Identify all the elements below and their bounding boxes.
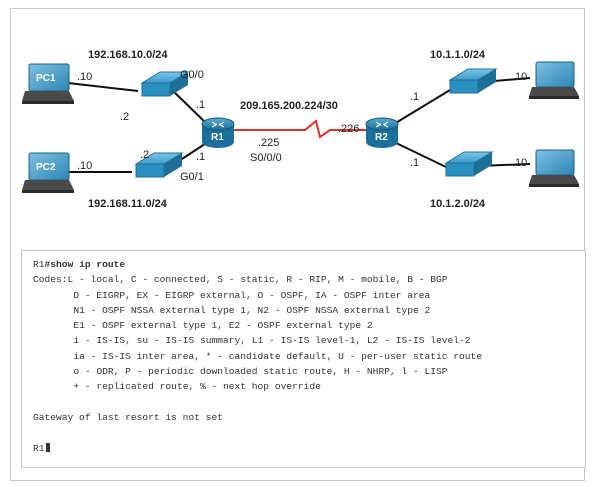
legend-line: L - local, C - connected, S - static, R … xyxy=(67,274,448,286)
legend-row: N1 - OSPF NSSA external type 1, N2 - OSP… xyxy=(33,303,575,318)
address-r2-lan3: .1 xyxy=(410,91,419,103)
legend-line: o - ODR, P - periodic downloaded static … xyxy=(73,366,448,378)
command-text: show ip route xyxy=(50,259,126,270)
network-label-lan3: 10.1.1.0/24 xyxy=(430,49,486,61)
serial-link xyxy=(233,119,366,139)
network-label-serial: 209.165.200.224/30 xyxy=(240,100,338,112)
network-label-lan4: 10.1.2.0/24 xyxy=(430,198,486,210)
router-r2: R2 xyxy=(365,117,399,148)
address-sw2: .2 xyxy=(140,149,149,161)
router-r1: R1 xyxy=(201,117,235,148)
address-r1-g01: .1 xyxy=(196,151,205,163)
network-label-lan2: 192.168.11.0/24 xyxy=(88,198,168,210)
interface-label-r1-g00: G0/0 xyxy=(180,69,204,81)
legend-row: + - replicated route, % - next hop overr… xyxy=(33,379,575,394)
legend-line: ia - IS-IS inter area, * - candidate def… xyxy=(73,350,483,362)
interface-label-r1-s000: S0/0/0 xyxy=(250,152,282,164)
blank-line xyxy=(33,425,575,440)
r2-label: R2 xyxy=(375,132,388,143)
pc1-label: PC1 xyxy=(36,73,56,84)
codes-label: Codes: xyxy=(33,274,68,286)
address-pc4: .10 xyxy=(512,157,527,169)
final-prompt-line[interactable]: R1 xyxy=(33,441,575,456)
blank-line xyxy=(33,395,575,410)
pc1-computer: PC1 xyxy=(22,63,74,104)
legend-row: ia - IS-IS inter area, * - candidate def… xyxy=(33,349,575,364)
switch-4 xyxy=(444,151,494,177)
legend-line: E1 - OSPF external type 1, E2 - OSPF ext… xyxy=(73,320,373,332)
switch-2 xyxy=(134,152,184,178)
link-r2-sw4 xyxy=(393,141,447,168)
link-sw1-r1 xyxy=(169,87,209,126)
switch-1 xyxy=(140,71,190,97)
network-topology: PC1 PC2 xyxy=(22,49,579,210)
legend-row: D - EIGRP, EX - EIGRP external, O - OSPF… xyxy=(33,288,575,303)
legend-line: i - IS-IS, su - IS-IS summary, L1 - IS-I… xyxy=(73,335,471,347)
cursor xyxy=(45,442,50,452)
r1-label: R1 xyxy=(211,132,224,143)
legend-row: E1 - OSPF external type 1, E2 - OSPF ext… xyxy=(33,318,575,333)
address-r2-serial: .226 xyxy=(338,123,359,135)
legend-line: N1 - OSPF NSSA external type 1, N2 - OSP… xyxy=(73,304,431,316)
command-line: R1#show ip route xyxy=(33,257,575,272)
interface-label-r1-g01: G0/1 xyxy=(180,171,204,183)
address-r1-serial: .225 xyxy=(258,137,279,149)
codes-line: Codes:L - local, C - connected, S - stat… xyxy=(33,272,575,287)
legend-line: + - replicated route, % - next hop overr… xyxy=(73,381,321,393)
switch-3 xyxy=(448,68,498,94)
link-r2-sw3 xyxy=(393,89,451,125)
gateway-line: Gateway of last resort is not set xyxy=(33,411,223,423)
legend-line: D - EIGRP, EX - EIGRP external, O - OSPF… xyxy=(73,289,431,301)
legend-row: i - IS-IS, su - IS-IS summary, L1 - IS-I… xyxy=(33,333,575,348)
prompt-char: # xyxy=(44,259,51,270)
address-pc3: .10 xyxy=(512,71,527,83)
pc4-computer xyxy=(529,149,579,187)
address-r1-g00: .1 xyxy=(196,99,205,111)
prompt-host: R1 xyxy=(33,442,45,454)
pc2-computer: PC2 xyxy=(22,152,74,193)
pc3-computer xyxy=(529,61,579,99)
prompt-host: R1 xyxy=(33,259,45,270)
pc2-label: PC2 xyxy=(36,162,56,173)
address-pc1: .10 xyxy=(77,71,92,83)
legend-row: o - ODR, P - periodic downloaded static … xyxy=(33,364,575,379)
address-r2-lan4: .1 xyxy=(410,157,419,169)
link-pc1-sw1 xyxy=(67,82,139,92)
address-pc2: .10 xyxy=(77,160,92,172)
address-sw1: .2 xyxy=(120,111,129,123)
network-label-lan1: 192.168.10.0/24 xyxy=(88,49,168,61)
